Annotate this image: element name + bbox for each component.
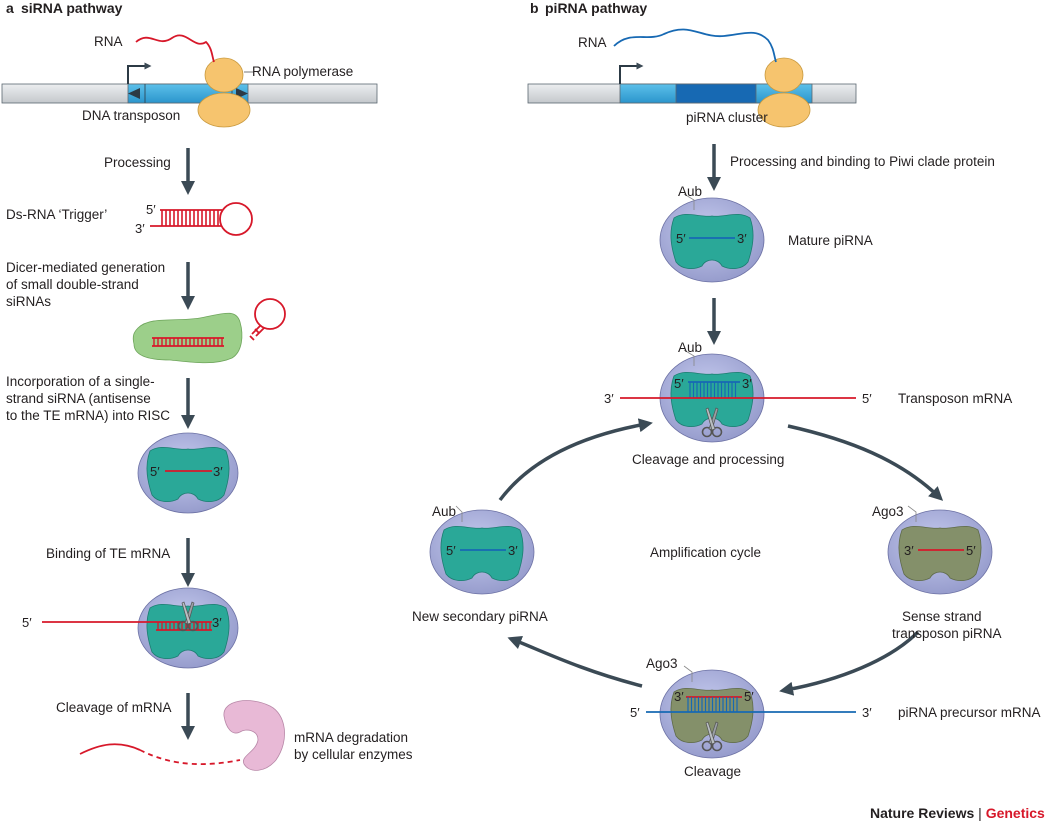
aub-transposon-complex bbox=[620, 353, 856, 443]
mrna-5prime: 5′ bbox=[22, 615, 32, 630]
cleavage-processing-label: Cleavage and processing bbox=[632, 452, 784, 467]
footer-separator: | bbox=[974, 805, 985, 821]
incorp-line-2: strand siRNA (antisense bbox=[6, 391, 151, 406]
incorp-line-1: Incorporation of a single- bbox=[6, 374, 155, 389]
cleavage-label-b: Cleavage bbox=[684, 764, 741, 779]
sense-line-2: transposon piRNA bbox=[892, 626, 1002, 641]
rna-transcript-a bbox=[135, 34, 215, 63]
step-processing: Processing bbox=[104, 155, 171, 170]
dicer-line-1: Dicer-mediated generation bbox=[6, 260, 165, 275]
aub-label-2: Aub bbox=[678, 340, 702, 355]
left-5prime: 5′ bbox=[446, 543, 456, 558]
cycle-arrow-bottom-right bbox=[779, 630, 920, 696]
risc-complex bbox=[137, 432, 239, 514]
bottom-3prime: 3′ bbox=[674, 689, 684, 704]
cycle-arrow-left-up bbox=[498, 418, 653, 502]
footer-section: Genetics bbox=[986, 805, 1045, 821]
right-5prime: 5′ bbox=[966, 543, 976, 558]
new-secondary-label: New secondary piRNA bbox=[412, 609, 548, 624]
aub-label-1: Aub bbox=[678, 184, 702, 199]
bottom-5prime: 5′ bbox=[744, 689, 754, 704]
footer-credit: Nature Reviews | Genetics bbox=[870, 805, 1045, 821]
rna-label-b: RNA bbox=[578, 35, 607, 50]
risc-3prime: 3′ bbox=[213, 464, 223, 479]
cycle-arrow-right-down bbox=[787, 424, 944, 501]
binding-label: Binding of TE mRNA bbox=[46, 546, 170, 561]
rna-label-a: RNA bbox=[94, 34, 123, 49]
polymerase-label: RNA polymerase bbox=[252, 64, 353, 79]
ago3-label-1: Ago3 bbox=[872, 504, 904, 519]
mature-label: Mature piRNA bbox=[788, 233, 873, 248]
left-3prime: 3′ bbox=[508, 543, 518, 558]
rna-polymerase-b bbox=[757, 57, 811, 128]
right-3prime: 3′ bbox=[904, 543, 914, 558]
transposon-5prime: 5′ bbox=[862, 391, 872, 406]
ago3-sense-complex bbox=[887, 509, 993, 595]
mature-5prime: 5′ bbox=[676, 231, 686, 246]
trigger-label: Ds-RNA ‘Trigger’ bbox=[6, 207, 107, 222]
footer-journal: Nature Reviews bbox=[870, 805, 974, 821]
risc-5prime: 5′ bbox=[150, 464, 160, 479]
cycle-arrow-bottom-left bbox=[507, 635, 643, 688]
mrna-3prime-a: 3′ bbox=[212, 615, 222, 630]
processing-b: Processing and binding to Piwi clade pro… bbox=[730, 154, 995, 169]
mature-pirna-complex bbox=[659, 197, 765, 283]
pirna-cluster-construct bbox=[527, 62, 857, 104]
rna-polymerase bbox=[197, 57, 251, 128]
ago3-precursor-complex bbox=[646, 669, 856, 759]
precursor-5prime: 5′ bbox=[630, 705, 640, 720]
precursor-label: piRNA precursor mRNA bbox=[898, 705, 1041, 720]
rna-transcript-b bbox=[613, 28, 777, 63]
degradation-enzyme bbox=[223, 700, 285, 771]
panel-b-letter: b bbox=[530, 0, 539, 16]
aub-secondary-complex bbox=[429, 509, 535, 595]
degradation-line-1: mRNA degradation bbox=[294, 730, 408, 745]
dicer-line-2: of small double-strand bbox=[6, 277, 139, 292]
precursor-3prime: 3′ bbox=[862, 705, 872, 720]
cleaved-hairpin-loop bbox=[249, 298, 286, 341]
transposon-mrna-label: Transposon mRNA bbox=[898, 391, 1012, 406]
incorp-line-3: to the TE mRNA) into RISC bbox=[6, 408, 170, 423]
trigger-5prime: 5′ bbox=[146, 202, 156, 217]
sense-line-1: Sense strand bbox=[902, 609, 982, 624]
aub-label-3: Aub bbox=[432, 504, 456, 519]
cluster-label: piRNA cluster bbox=[686, 110, 768, 125]
ago3-label-2: Ago3 bbox=[646, 656, 678, 671]
panel-a-letter: a bbox=[6, 0, 14, 16]
dsrna-hairpin bbox=[150, 202, 253, 236]
amplification-label: Amplification cycle bbox=[650, 545, 761, 560]
dicer-line-3: siRNAs bbox=[6, 294, 51, 309]
degradation-line-2: by cellular enzymes bbox=[294, 747, 413, 762]
mrna-degrading bbox=[139, 749, 241, 766]
transposon-label: DNA transposon bbox=[82, 108, 180, 123]
sirna-duplex bbox=[152, 337, 224, 347]
mature-3prime: 3′ bbox=[737, 231, 747, 246]
mrna-fragment bbox=[79, 743, 141, 755]
trigger-3prime: 3′ bbox=[135, 221, 145, 236]
transposon-3prime: 3′ bbox=[604, 391, 614, 406]
panel-b-title: piRNA pathway bbox=[545, 0, 647, 16]
risc-mrna-complex bbox=[42, 587, 239, 669]
cleavage-label-a: Cleavage of mRNA bbox=[56, 700, 172, 715]
panel-a-title: siRNA pathway bbox=[21, 0, 123, 16]
top-5prime: 5′ bbox=[674, 376, 684, 391]
top-3prime: 3′ bbox=[742, 376, 752, 391]
